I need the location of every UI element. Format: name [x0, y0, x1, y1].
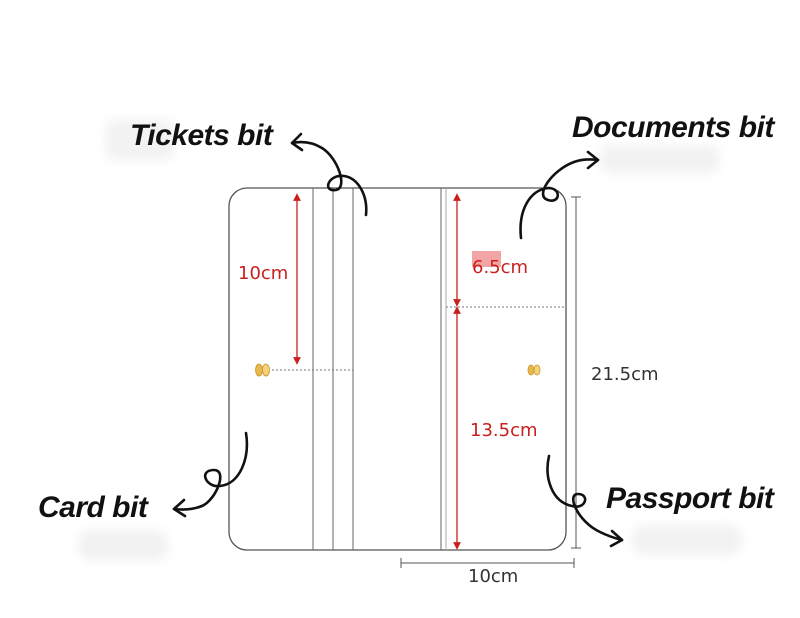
smudge — [632, 525, 742, 555]
width-label: 10cm — [468, 566, 519, 587]
right-snap-icon — [527, 364, 541, 376]
left-pocket-height-label: 10cm — [238, 263, 289, 284]
left-snap-icon — [255, 363, 270, 377]
tickets-curly-arrow — [290, 132, 368, 217]
documents-label: Documents bit — [572, 111, 774, 144]
passport-height-label: 13.5cm — [470, 420, 538, 441]
value-highlight — [472, 251, 501, 267]
documents-curly-arrow — [519, 150, 600, 240]
total-height-label: 21.5cm — [591, 364, 659, 385]
smudge — [600, 145, 720, 173]
documents-height-label: 6.5cm — [472, 257, 529, 278]
tickets-label: Tickets bit — [130, 119, 273, 152]
passport-curly-arrow — [546, 454, 624, 548]
smudge — [105, 120, 175, 160]
passport-label: Passport bit — [606, 482, 774, 515]
card-curly-arrow — [172, 431, 249, 518]
card-label: Card bit — [38, 491, 148, 524]
wallet-outline — [228, 187, 567, 551]
smudge — [78, 530, 168, 560]
